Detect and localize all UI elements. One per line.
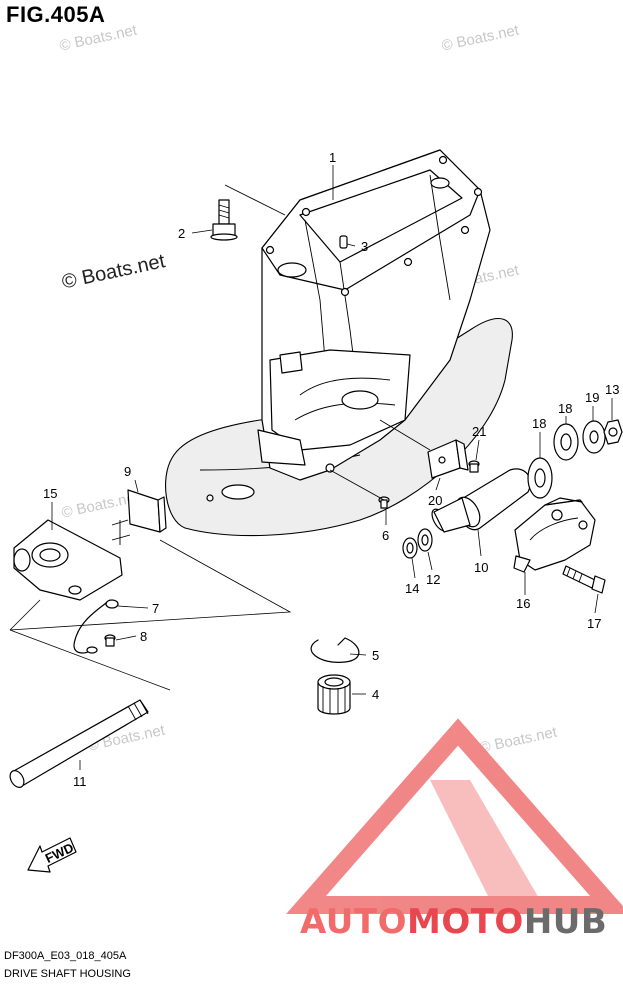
callout-19: 19	[585, 390, 599, 405]
callout-12: 12	[426, 572, 440, 587]
wire-7	[73, 599, 119, 654]
callout-10: 10	[474, 560, 488, 575]
callout-7: 7	[152, 601, 159, 616]
fwd-arrow-icon: FWD	[27, 837, 77, 873]
callout-6: 6	[382, 528, 389, 543]
callout-18b: 18	[558, 401, 572, 416]
mount-10	[431, 468, 531, 533]
callout-21: 21	[472, 424, 486, 439]
pin-3	[339, 235, 348, 249]
callout-17: 17	[587, 616, 601, 631]
callout-11: 11	[73, 774, 87, 789]
screw-6	[378, 496, 390, 509]
mount-9	[111, 489, 167, 545]
bolt-2	[210, 199, 238, 241]
figure-title: FIG.405A	[6, 2, 106, 27]
callout-2: 2	[178, 226, 185, 241]
bracket-16	[513, 497, 596, 573]
callout-15: 15	[43, 486, 57, 501]
figure-code: DF300A_E03_018_405A	[4, 950, 127, 962]
callout-3: 3	[361, 239, 368, 254]
fwd-label: FWD	[43, 840, 76, 866]
screw-21	[468, 460, 480, 473]
logo-mark	[286, 718, 623, 914]
rod-11	[9, 699, 149, 788]
callout-18: 18	[532, 416, 546, 431]
spacer-20	[427, 439, 469, 479]
callout-13: 13	[605, 382, 619, 397]
circlip-5	[310, 637, 360, 663]
bushing-4	[317, 674, 351, 715]
callout-20: 20	[428, 493, 442, 508]
callout-14: 14	[405, 581, 419, 596]
logo-wordmark: AUTOMOTOHUB	[300, 902, 607, 942]
bolt-17	[562, 565, 606, 594]
drive-shaft-housing	[257, 149, 491, 481]
callout-4: 4	[372, 687, 379, 702]
callout-5: 5	[372, 648, 379, 663]
bracket-15	[13, 519, 123, 601]
logo-part-auto: AUTO	[300, 902, 407, 942]
logo-part-moto: MOTO	[406, 902, 524, 942]
logo-part-hub: HUB	[523, 902, 608, 942]
figure-name: DRIVE SHAFT HOUSING	[4, 968, 131, 980]
screw-8	[104, 634, 116, 647]
callout-9: 9	[124, 464, 131, 479]
callout-1: 1	[329, 150, 336, 165]
callout-16: 16	[516, 596, 530, 611]
callout-8: 8	[140, 629, 147, 644]
